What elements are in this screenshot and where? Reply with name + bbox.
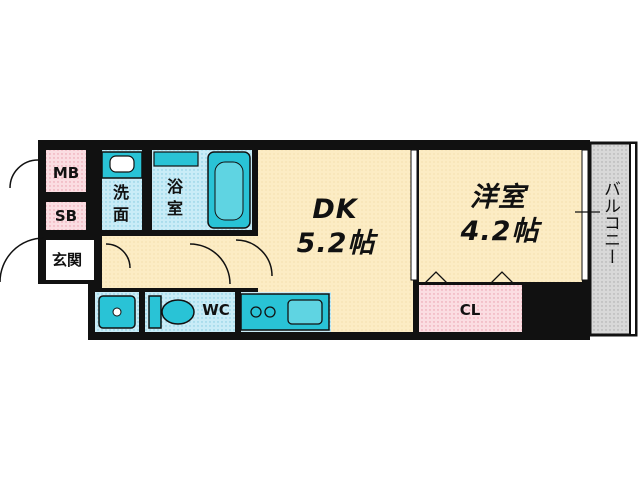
dk-kitchen-floor bbox=[331, 292, 413, 332]
western-room-size: 4.2帖 bbox=[460, 216, 540, 247]
stove-burner-left bbox=[250, 306, 262, 318]
washroom-label: 洗面 bbox=[112, 183, 129, 224]
balcony-railing bbox=[629, 142, 637, 336]
toilet-bowl bbox=[161, 299, 195, 325]
bath-vanity bbox=[153, 151, 199, 167]
dk-door-swing bbox=[235, 239, 273, 277]
hall-door-swing bbox=[105, 243, 131, 269]
entrance-door-swing bbox=[0, 237, 45, 283]
mb-area bbox=[46, 150, 86, 192]
western-room-floor bbox=[419, 150, 582, 282]
dk-room-name: DK bbox=[312, 194, 358, 225]
balcony-window bbox=[581, 149, 589, 281]
closet-label: CL bbox=[459, 301, 481, 319]
dk-western-partition bbox=[410, 149, 418, 281]
mb-label: MB bbox=[52, 164, 80, 182]
washbasin-bowl bbox=[109, 155, 135, 173]
wc-label: WC bbox=[202, 301, 230, 319]
bathtub-inner bbox=[214, 161, 244, 221]
western-room-name: 洋室 bbox=[470, 182, 526, 213]
closet-area bbox=[419, 285, 522, 332]
kitchen-sink bbox=[287, 299, 323, 325]
wc-door-swing bbox=[189, 243, 231, 285]
entrance-area bbox=[46, 240, 94, 280]
hall-floor bbox=[102, 236, 258, 288]
mb-door-swing bbox=[9, 159, 39, 189]
sb-label: SB bbox=[54, 207, 78, 225]
stove-burner-right bbox=[264, 306, 276, 318]
closet-doors bbox=[423, 271, 515, 285]
dk-room-size: 5.2帖 bbox=[296, 228, 376, 259]
balcony-area bbox=[588, 141, 638, 337]
bath-label: 浴室 bbox=[166, 177, 183, 218]
laundry-drain bbox=[112, 307, 122, 317]
sb-area bbox=[46, 202, 86, 230]
toilet-tank bbox=[148, 295, 162, 329]
balcony-label: バルコニー bbox=[600, 180, 620, 265]
entrance-label: 玄関 bbox=[51, 251, 82, 269]
outer-strip bbox=[38, 284, 88, 340]
